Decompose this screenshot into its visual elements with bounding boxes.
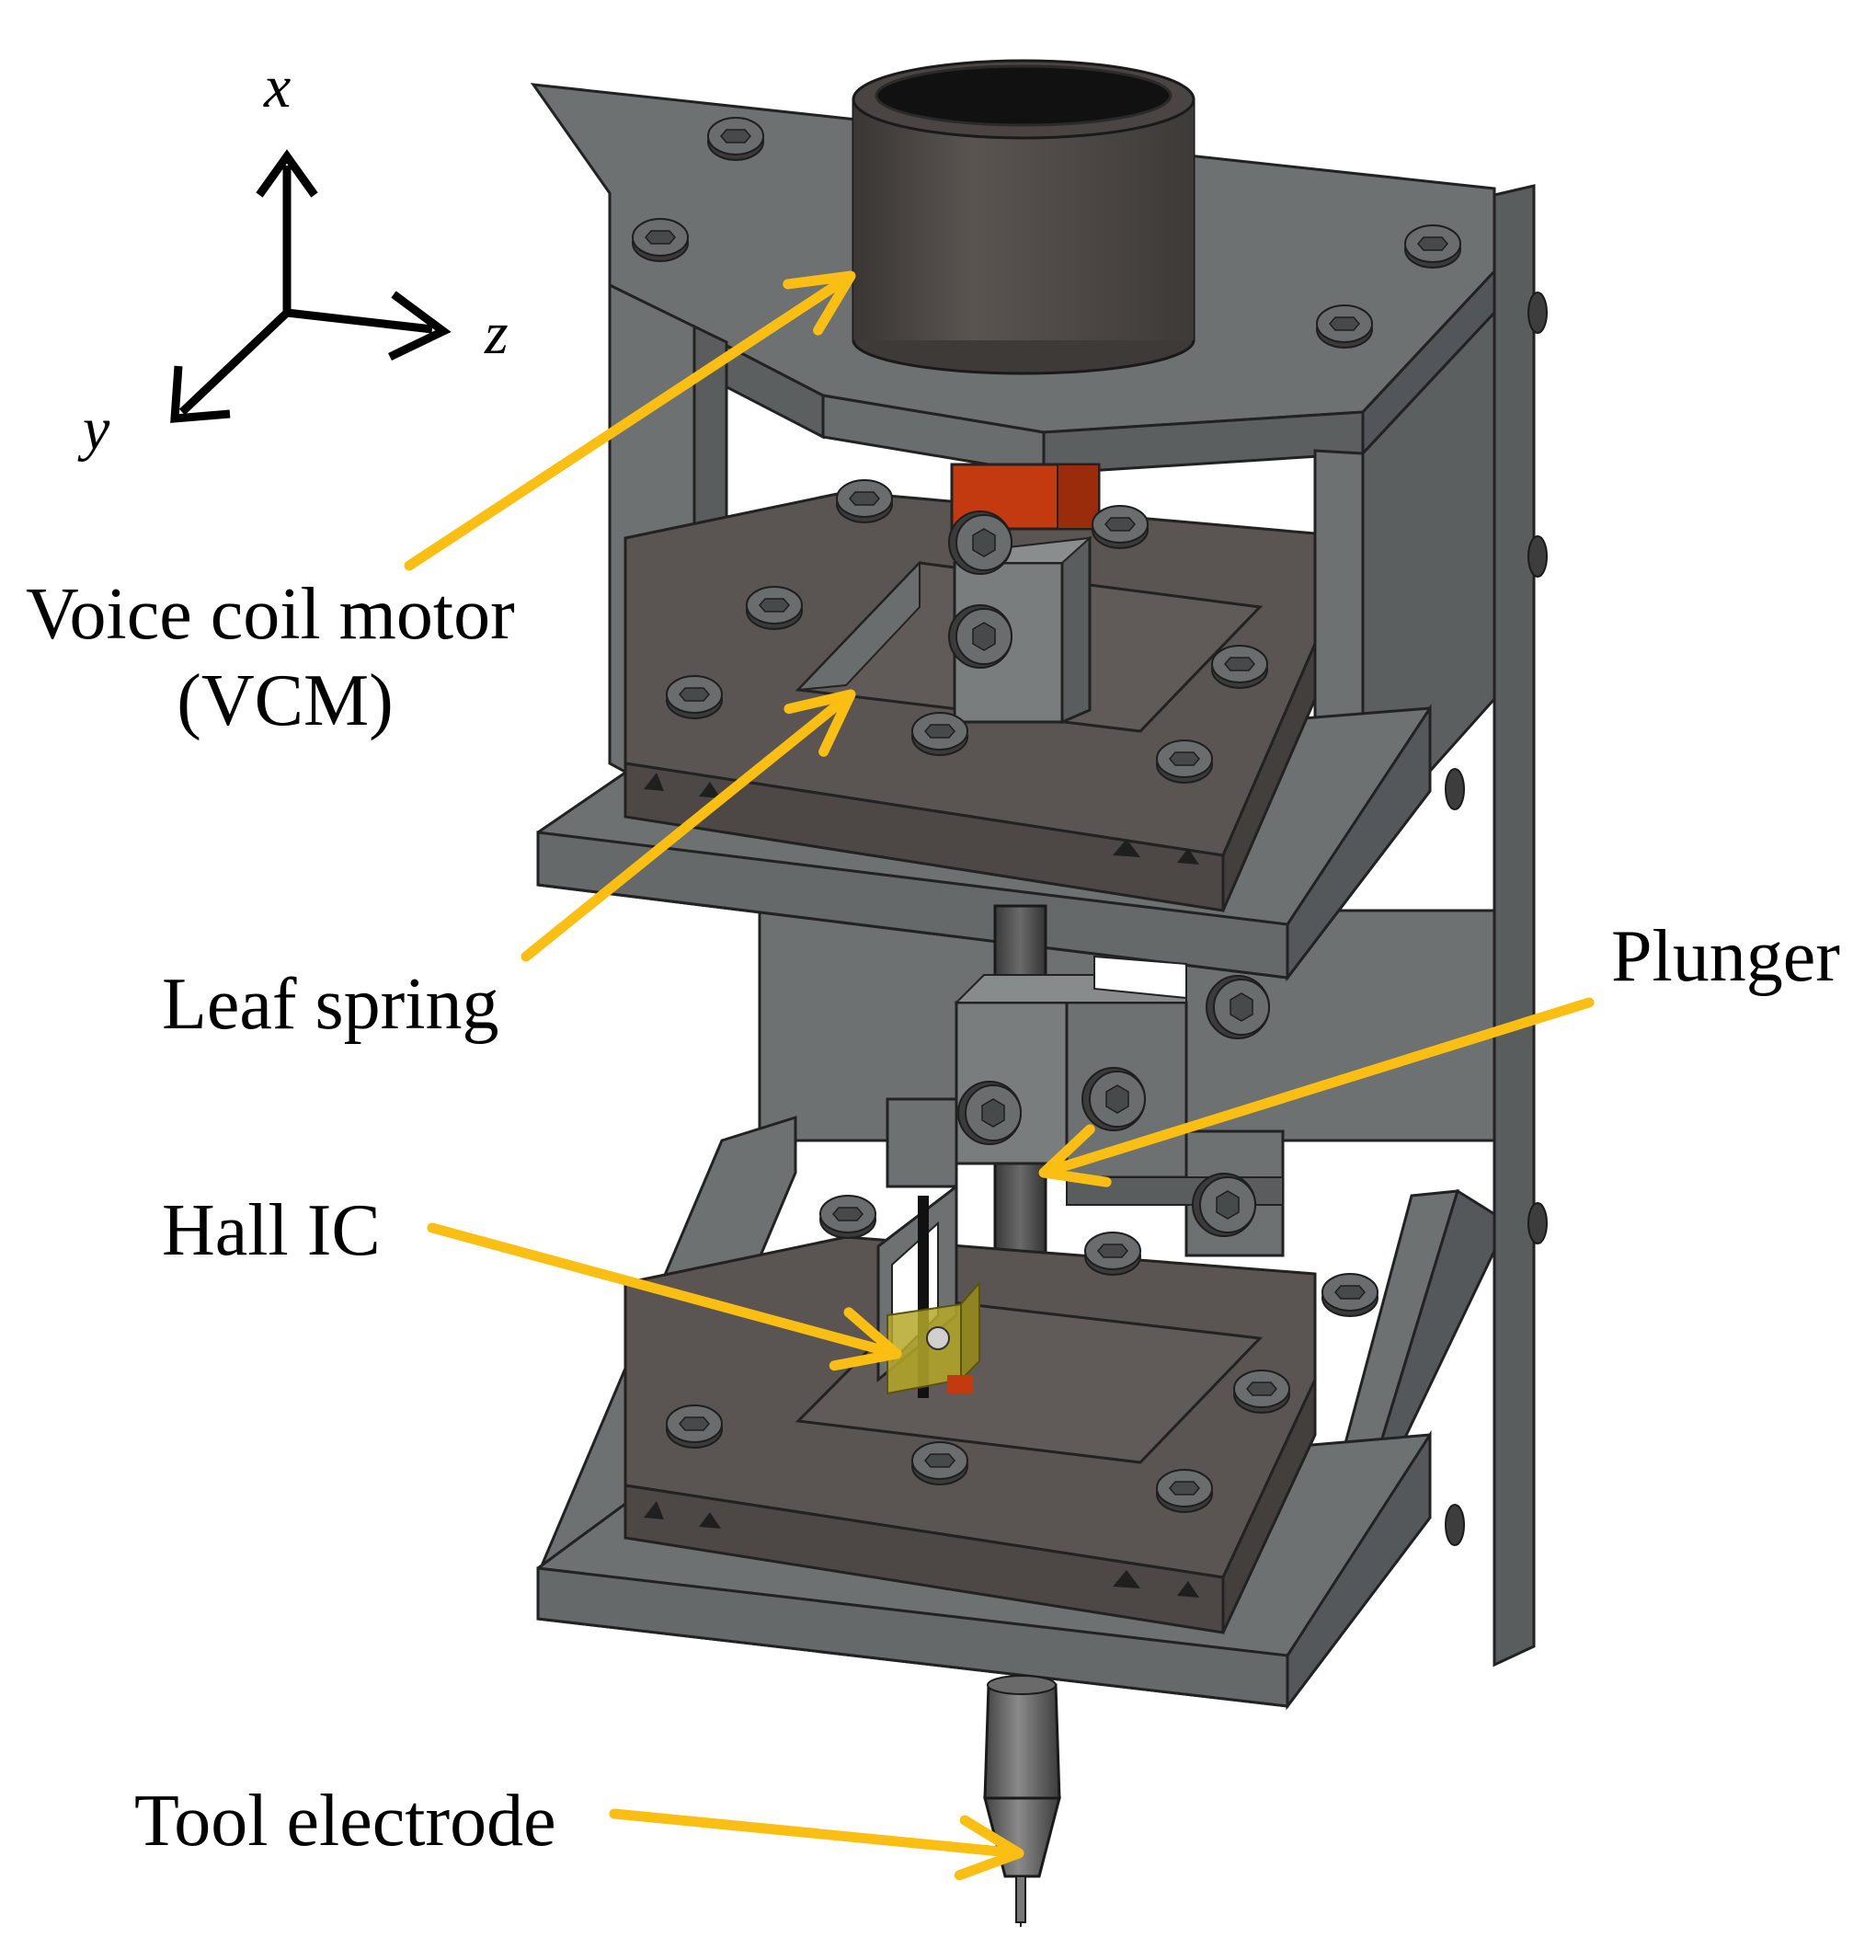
arrow-to-hall-ic-head [829, 1307, 902, 1371]
label-leaf-spring: Leaf spring [162, 964, 499, 1045]
arrow-to-plunger-head [1038, 1124, 1112, 1187]
arrow-to-vcm-head [783, 270, 856, 336]
axis-label-z: z [485, 300, 509, 367]
label-vcm-abbrev: (VCM) [177, 660, 394, 741]
upper-flexure-stage [536, 463, 1432, 982]
arrow-to-vcm-shaft [404, 274, 850, 571]
arrow-to-tool-electrode-shaft [609, 1808, 1017, 1858]
arrow-to-leaf-spring-head [784, 689, 856, 757]
voice-coil-motor [852, 59, 1195, 375]
z-axis-arrow [286, 308, 433, 334]
axis-label-x: x [264, 53, 292, 120]
axis-label-y: y [83, 395, 110, 463]
coordinate-axes [170, 149, 452, 423]
label-hall-ic: Hall IC [162, 1190, 381, 1271]
label-voice-coil-motor: Voice coil motor [26, 574, 515, 655]
arrow-to-plunger-shaft [1046, 997, 1595, 1176]
tool-holder [983, 1675, 1061, 1927]
label-plunger: Plunger [1611, 916, 1840, 997]
label-tool-electrode: Tool electrode [134, 1781, 556, 1862]
arrow-to-hall-ic-shaft [427, 1222, 895, 1358]
arrow-to-leaf-spring-shaft [520, 693, 851, 962]
y-axis-arrow [178, 309, 291, 416]
callout-arrows [404, 270, 1595, 1881]
arrow-to-tool-electrode-head [954, 1815, 1024, 1881]
frame-back-column [758, 184, 1548, 1668]
